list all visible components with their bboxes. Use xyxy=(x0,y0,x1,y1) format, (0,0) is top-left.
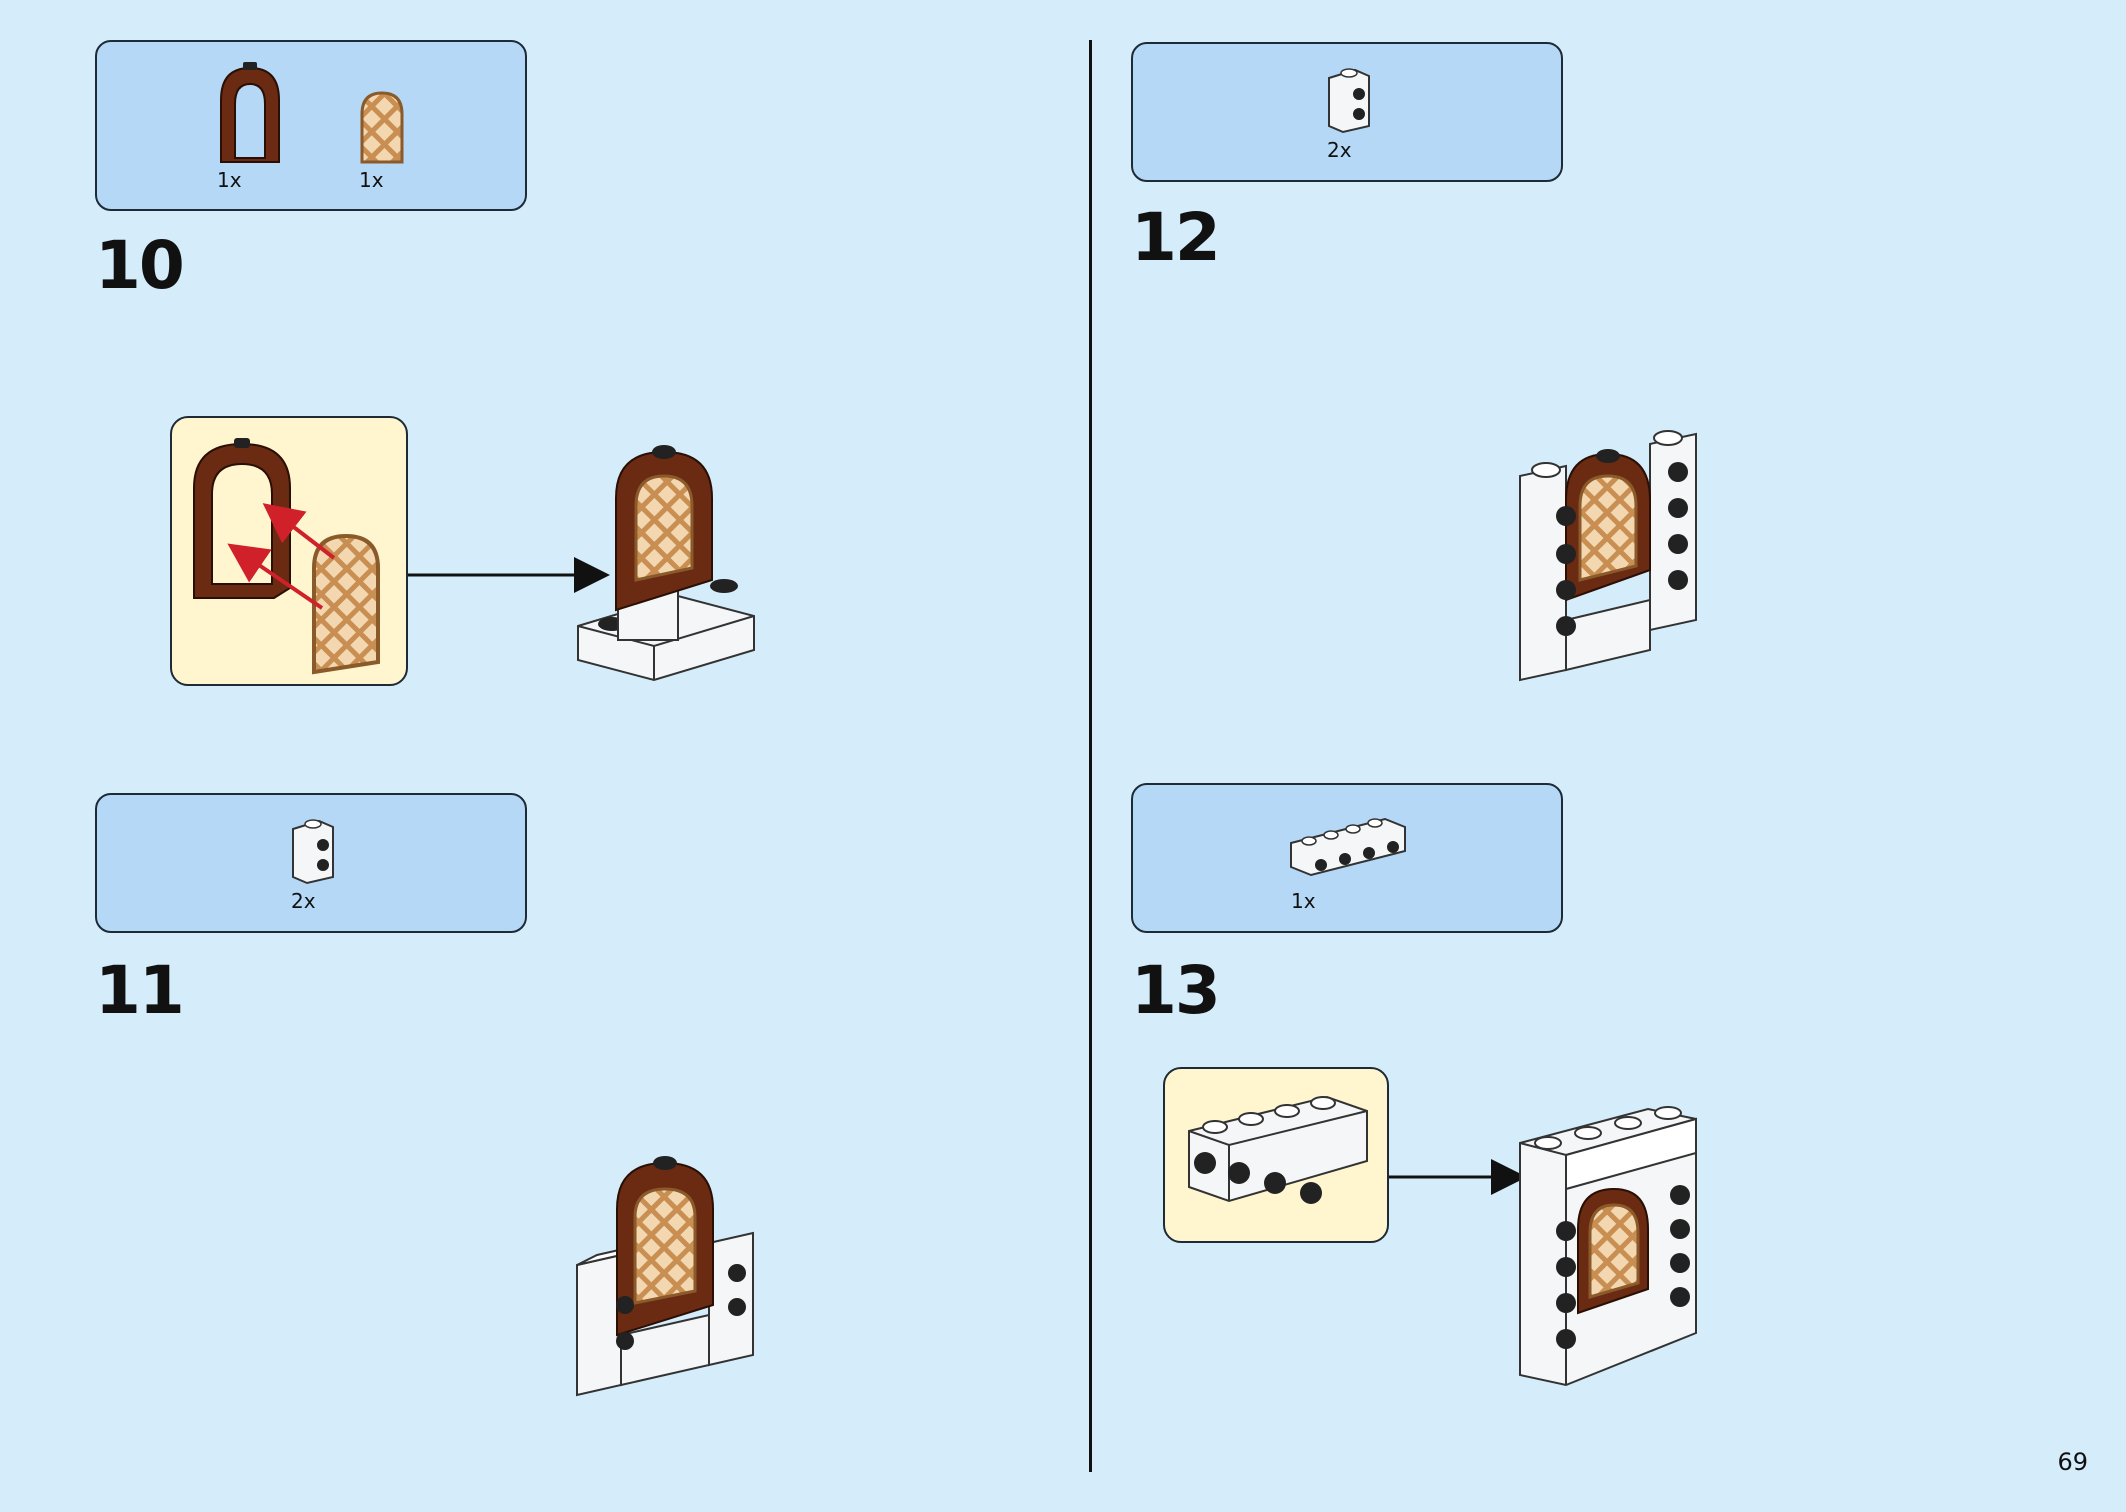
step-10-callout xyxy=(170,416,408,686)
step-13-callout xyxy=(1163,1067,1389,1243)
step-13-arrow xyxy=(1389,1159,1527,1195)
step-11-model-icon xyxy=(576,1156,754,1397)
white-brick-1x4-callout-icon xyxy=(1188,1095,1368,1204)
step-11-part-1-qty: 2x xyxy=(291,889,316,913)
step-13-parts-box: 1x xyxy=(1131,783,1563,933)
step-12-number: 12 xyxy=(1131,199,1221,276)
step-10-number: 10 xyxy=(95,227,185,304)
step-12-part-1-qty: 2x xyxy=(1327,138,1352,162)
step-13-number: 13 xyxy=(1131,952,1221,1029)
step-12-model-icon xyxy=(1519,430,1697,682)
page-divider xyxy=(1089,40,1092,1472)
step-10-parts-box: 1x 1x xyxy=(95,40,527,211)
step-13-model-icon xyxy=(1519,1106,1697,1387)
white-brick-1x1-side-studs-icon xyxy=(292,819,334,885)
white-brick-1x1-side-studs-icon xyxy=(1328,68,1370,134)
step-13-part-1-qty: 1x xyxy=(1291,889,1316,913)
page-number: 69 xyxy=(2057,1448,2088,1476)
white-brick-1x4-side-studs-icon xyxy=(1290,817,1406,877)
step-10-arrow xyxy=(408,557,610,593)
step-11-number: 11 xyxy=(95,952,185,1029)
step-10-part-1-qty: 1x xyxy=(217,168,242,192)
window-assembly-icon xyxy=(193,438,380,675)
arch-window-frame-icon xyxy=(220,62,280,163)
lattice-window-pane-icon xyxy=(360,91,404,164)
step-11-parts-box: 2x xyxy=(95,793,527,933)
step-10-model-icon xyxy=(577,445,755,682)
step-12-parts-box: 2x xyxy=(1131,42,1563,182)
step-10-part-2-qty: 1x xyxy=(359,168,384,192)
